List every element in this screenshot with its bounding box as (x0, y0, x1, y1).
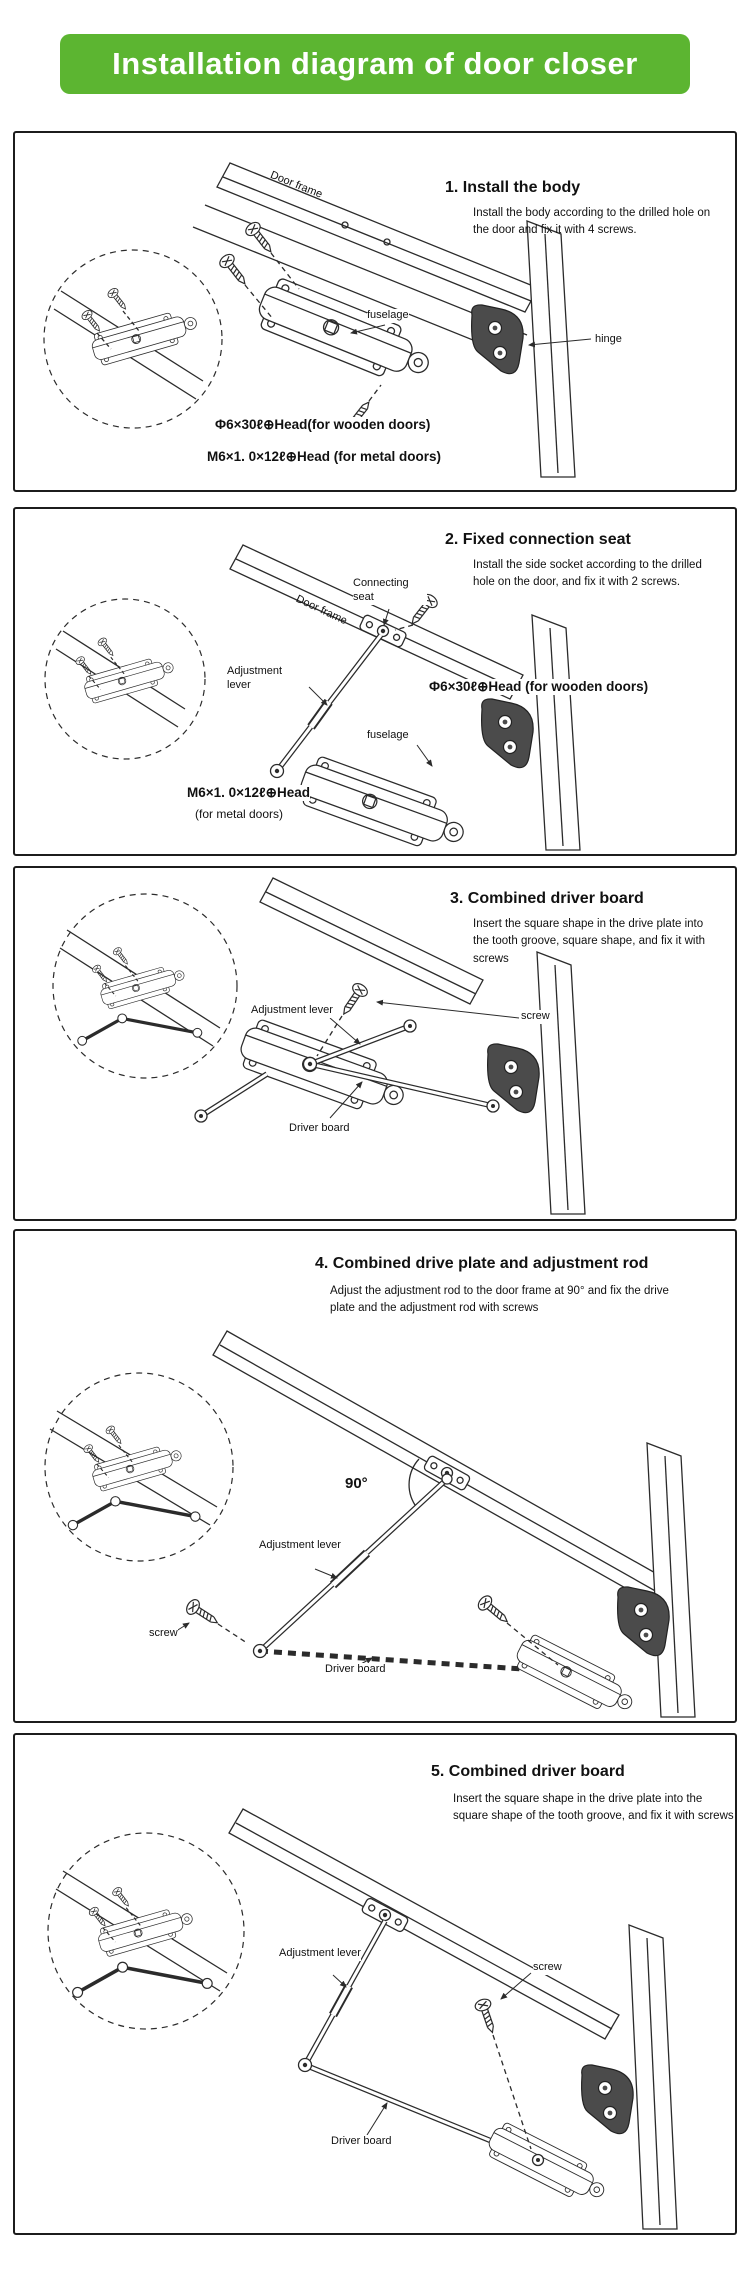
label-spec-wooden: Φ6×30ℓ⊕Head (for wooden doors) (429, 679, 649, 695)
label-spec-metal: M6×1. 0×12ℓ⊕Head (for metal doors) (207, 449, 441, 465)
label-adjustment-lever: Adjustment lever (279, 1947, 361, 1961)
label-adjustment-lever: Adjustment lever (227, 665, 307, 693)
door-closer-body-shape (510, 1631, 641, 1721)
label-screw: screw (149, 1627, 178, 1641)
detail-zoom-circle (44, 1372, 234, 1562)
label-driver-board: Driver board (331, 2135, 392, 2149)
label-spec-metal-line2: (for metal doors) (195, 807, 284, 821)
label-driver-board: Driver board (289, 1122, 350, 1136)
detail-assembly-shape (68, 1424, 200, 1529)
step-1-title: 1. Install the body (445, 179, 581, 196)
step-1-illustration (43, 162, 592, 478)
label-driver-board: Driver board (325, 1663, 386, 1677)
label-spec-metal-line1: M6×1. 0×12ℓ⊕Head (187, 785, 310, 801)
label-connecting-seat: Connecting seat (353, 577, 427, 605)
line-art (44, 1330, 696, 1721)
line-art (43, 162, 592, 478)
hinge-shape (480, 698, 534, 769)
step-5-illustration (47, 1808, 678, 2230)
label-angle-90: 90° (345, 1475, 368, 1492)
hinge-shape (616, 1586, 670, 1657)
screw-shape (472, 1996, 501, 2036)
step-3-panel: 3. Combined driver board Insert the squa… (13, 866, 737, 1221)
detail-zoom-circle (52, 893, 238, 1079)
step-1-panel: 1. Install the body Install the body acc… (13, 131, 737, 492)
line-art (44, 544, 581, 854)
page-title-banner: Installation diagram of door closer (60, 34, 690, 94)
step-4-description: Adjust the adjustment rod to the door fr… (330, 1285, 669, 1315)
line-art (47, 1808, 678, 2230)
step-3-description: Insert the square shape in the drive pla… (473, 918, 706, 965)
detail-zoom-circle (47, 1832, 245, 2030)
step-4-panel: 4. Combined drive plate and adjustment r… (13, 1229, 737, 1723)
screw-shape (183, 1596, 223, 1631)
detail-assembly-shape (73, 1886, 213, 1998)
step-2-description: Install the side socket according to the… (473, 559, 702, 589)
label-screw: screw (521, 1010, 550, 1024)
label-hinge: hinge (595, 333, 622, 347)
door-frame-board (228, 1808, 620, 2040)
step-3-title: 3. Combined driver board (450, 890, 644, 907)
step-1-description: Install the body according to the drille… (473, 207, 711, 237)
page-title: Installation diagram of door closer (112, 46, 638, 81)
step-5-panel: 5. Combined driver board Insert the squa… (13, 1733, 737, 2235)
label-adjustment-lever: Adjustment lever (259, 1539, 341, 1553)
detail-assembly-shape (80, 287, 200, 367)
label-fuselage: fuselage (367, 729, 409, 743)
screw-shape (474, 1592, 514, 1629)
label-fuselage: fuselage (367, 309, 409, 323)
screw-shape (242, 219, 278, 258)
detail-zoom-circle (44, 598, 206, 760)
step-2-illustration (44, 544, 581, 854)
step-5-title: 5. Combined driver board (431, 1763, 625, 1780)
screw-shape (216, 251, 252, 290)
door-closer-body-shape (482, 2119, 613, 2211)
step-5-description: Insert the square shape in the drive pla… (453, 1793, 734, 1823)
door-frame-board (259, 877, 484, 1005)
detail-assembly-shape (78, 946, 202, 1045)
door-closer-body-shape (251, 273, 439, 392)
label-screw: screw (533, 1961, 562, 1975)
label-adjustment-lever: Adjustment lever (251, 1004, 333, 1018)
step-4-illustration (44, 1330, 696, 1721)
screw-shape (336, 980, 371, 1020)
hinge-shape (470, 304, 524, 375)
angle-arc (408, 1458, 420, 1506)
label-spec-wooden: Φ6×30ℓ⊕Head(for wooden doors) (215, 417, 431, 433)
door-closer-body-shape (294, 752, 472, 854)
step-2-panel: 2. Fixed connection seat Install the sid… (13, 507, 737, 856)
step-4-title: 4. Combined drive plate and adjustment r… (315, 1255, 649, 1272)
step-2-title: 2. Fixed connection seat (445, 531, 631, 548)
door-frame-board (216, 162, 539, 313)
detail-zoom-circle (43, 249, 223, 429)
hinge-shape (580, 2064, 634, 2135)
